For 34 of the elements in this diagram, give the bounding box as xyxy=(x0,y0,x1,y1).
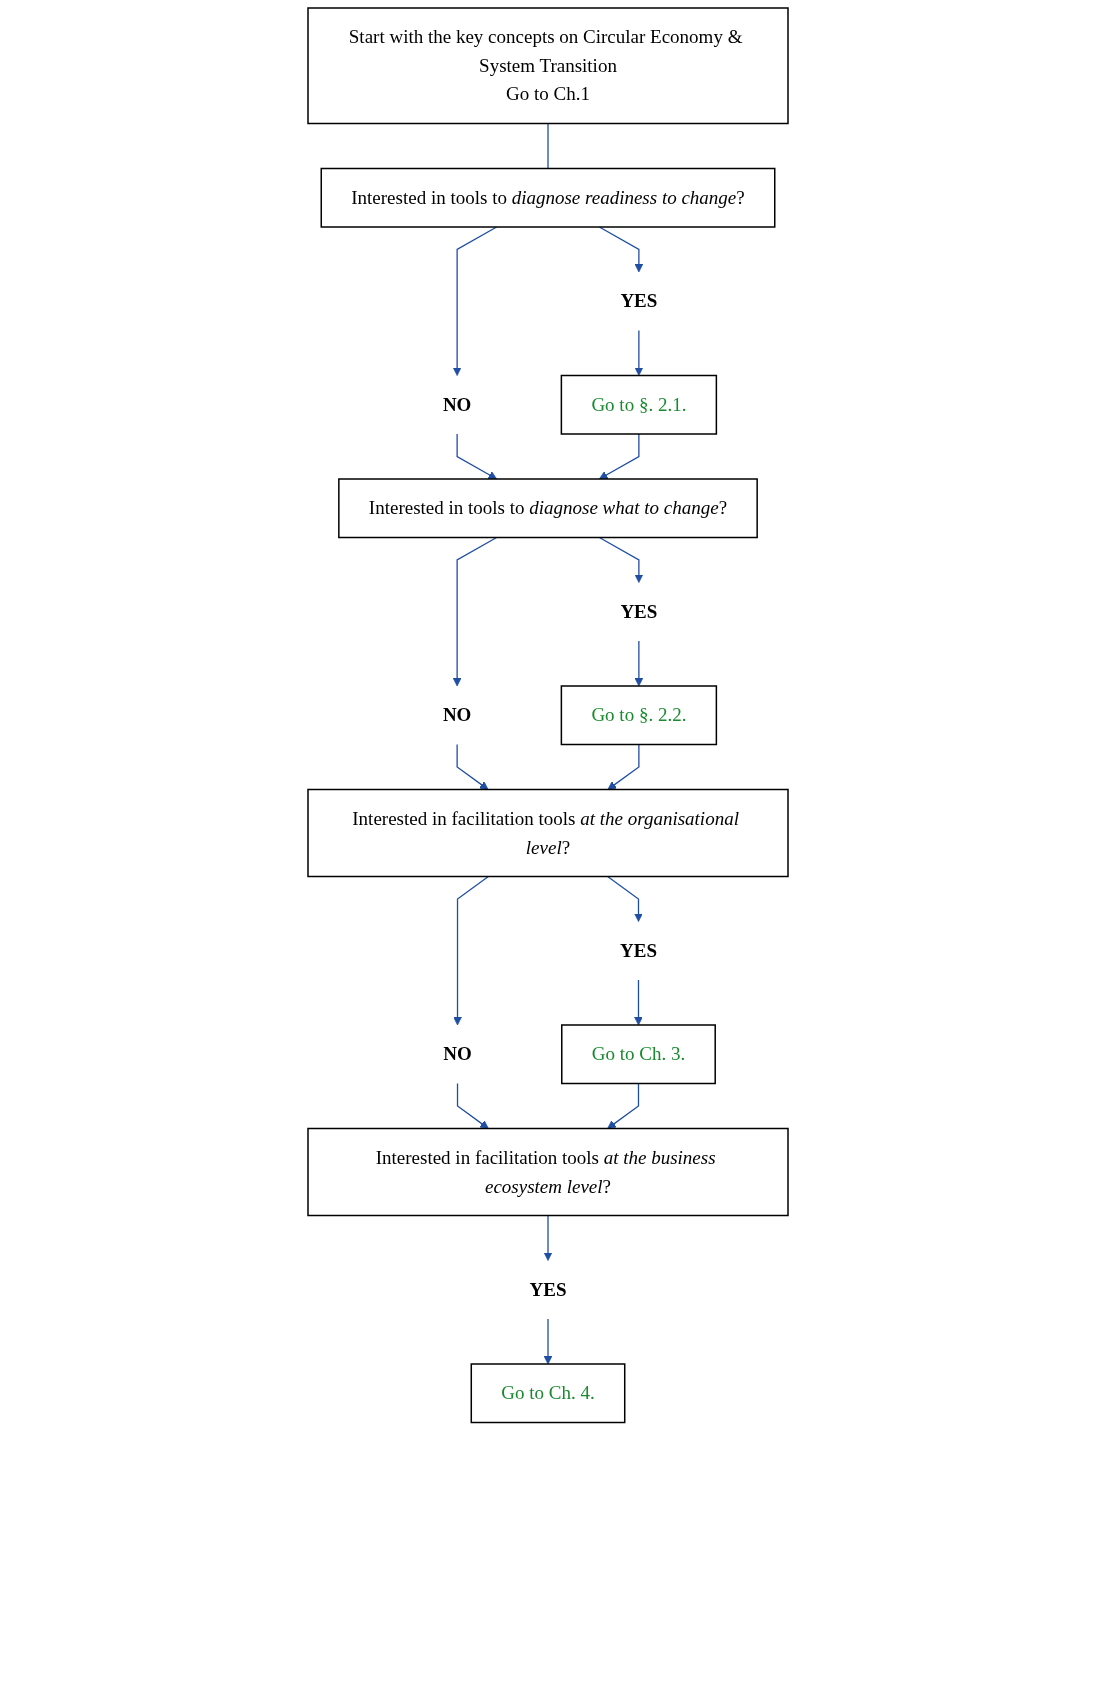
arrow xyxy=(456,433,498,480)
arrow xyxy=(598,433,640,480)
node-box: Go to §. 2.2. xyxy=(560,685,718,746)
node-text: YES xyxy=(529,1278,567,1300)
node-text: YES xyxy=(620,939,657,961)
arrow xyxy=(456,1082,489,1129)
arrow xyxy=(607,1082,640,1129)
arrow xyxy=(598,226,644,273)
node-box: Interested in tools to diagnose what to change? xyxy=(338,478,758,539)
node-box: Go to §. 2.1. xyxy=(560,374,718,435)
arrow xyxy=(634,640,644,687)
arrow xyxy=(607,875,643,922)
arrow xyxy=(452,226,498,376)
node-box: Interested in tools to diagnose readiness to change? xyxy=(320,167,776,228)
arrow xyxy=(543,1214,553,1261)
node-box: Go to Ch. 3. xyxy=(561,1024,716,1085)
arrow xyxy=(543,1318,553,1365)
node-box: Go to Ch. 4. xyxy=(470,1363,626,1424)
node-text: NO xyxy=(442,704,472,725)
arrow xyxy=(452,536,498,687)
node-text: YES xyxy=(620,600,658,622)
node-text: YES xyxy=(620,290,658,311)
arrow xyxy=(634,979,643,1026)
connector xyxy=(547,122,549,170)
node-box: Start with the key concepts on Circular Economy & System Transition Go to Ch.1 xyxy=(307,7,789,125)
arrow xyxy=(453,875,489,1026)
arrow xyxy=(456,743,489,790)
node-box: Interested in facilitation tools at the business ecosystem level? xyxy=(307,1127,789,1217)
node-text: NO xyxy=(443,1043,472,1064)
node-box: Interested in facilitation tools at the organisational level? xyxy=(307,788,789,878)
arrow xyxy=(598,536,644,583)
arrow xyxy=(634,329,644,376)
node-text: NO xyxy=(442,393,472,415)
arrow xyxy=(607,743,640,790)
